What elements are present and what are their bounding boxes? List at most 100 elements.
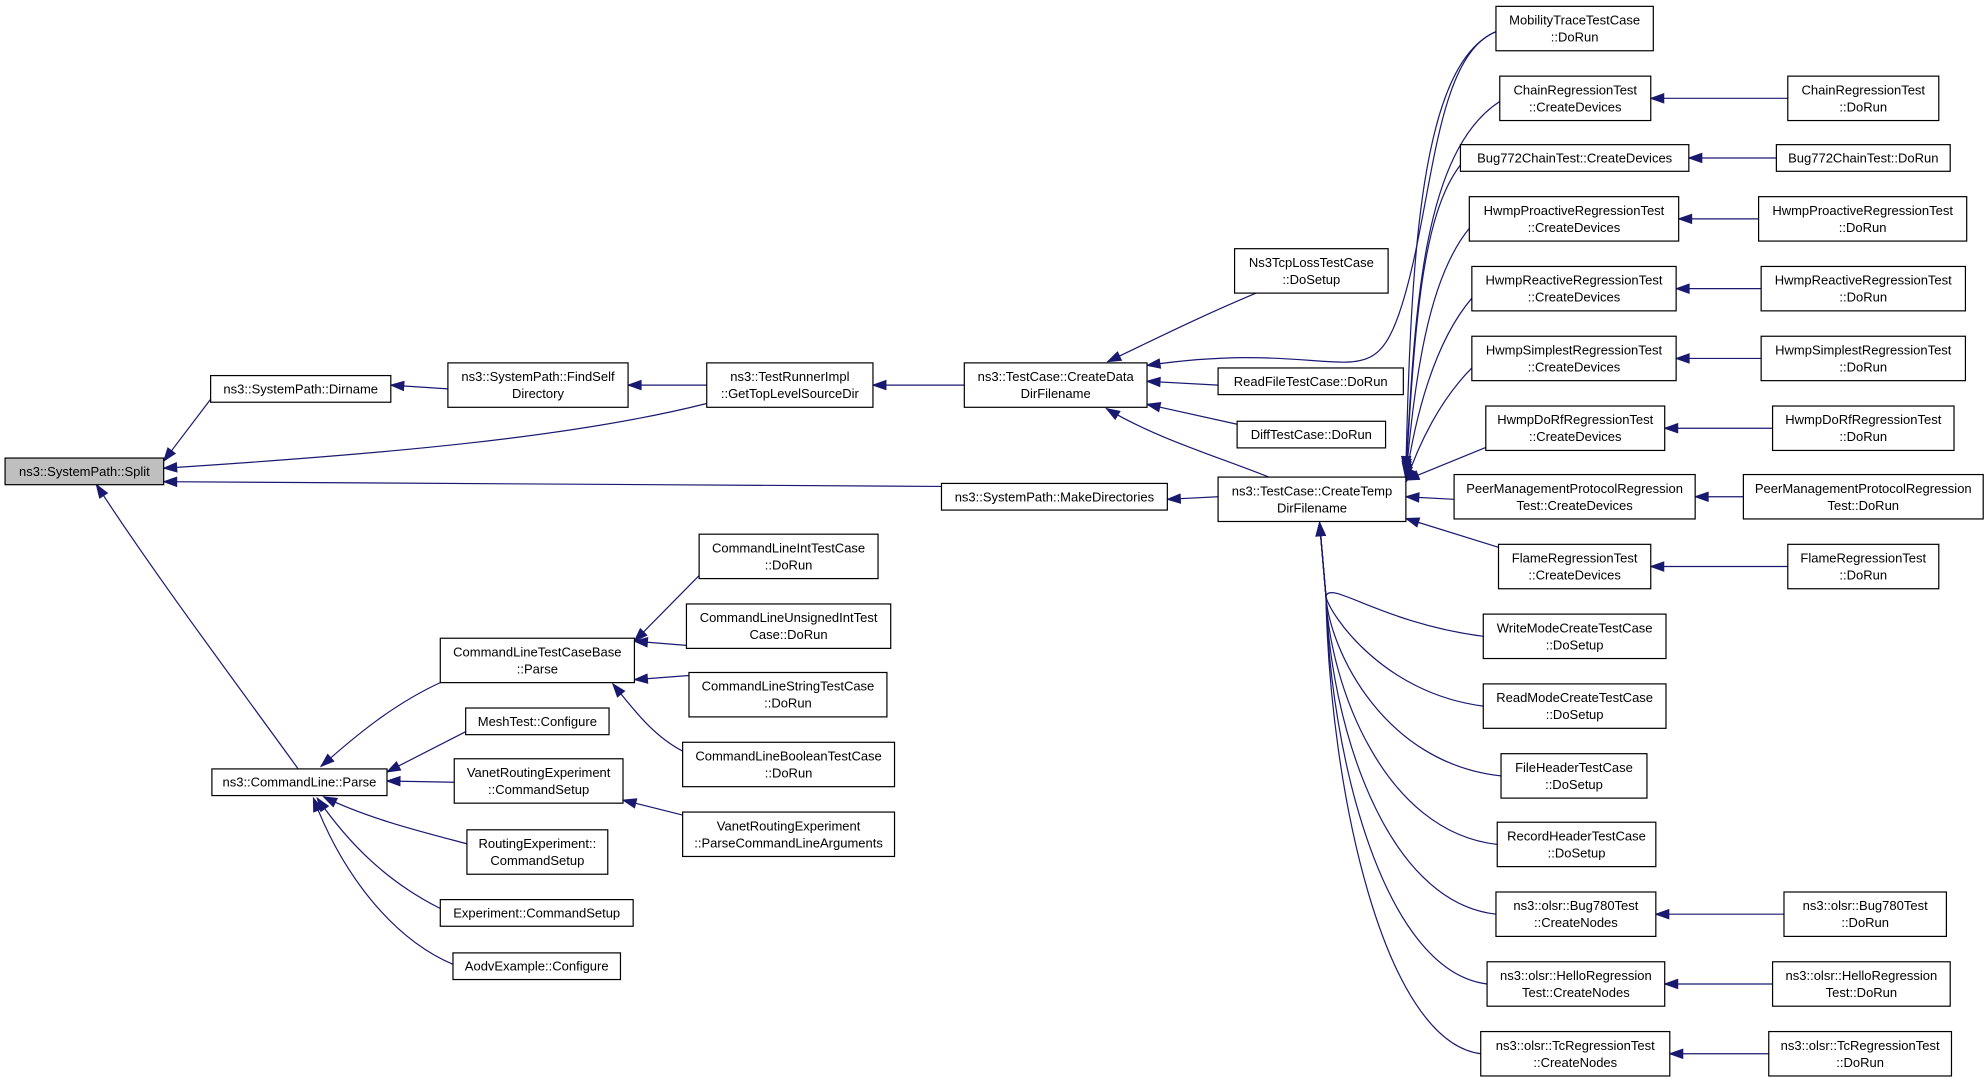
- node-label: Case::DoRun: [750, 627, 828, 642]
- node-box: [1471, 265, 1677, 312]
- node-label: ::CreateDevices: [1528, 290, 1621, 305]
- edge-arrowhead: [1649, 561, 1665, 572]
- node-label: ns3::olsr::Bug780Test: [1803, 898, 1928, 913]
- node-label: DiffTestCase::DoRun: [1251, 427, 1372, 442]
- node-tcrun[interactable]: ns3::olsr::TcRegressionTest::DoRun: [1768, 1030, 1953, 1077]
- node-vanetcmd[interactable]: VanetRoutingExperiment::CommandSetup: [453, 758, 624, 804]
- node-mobility[interactable]: MobilityTraceTestCase::DoRun: [1495, 5, 1654, 52]
- node-hellocn[interactable]: ns3::olsr::HelloRegressionTest::CreateNo…: [1486, 961, 1666, 1007]
- node-hwmprcd[interactable]: HwmpReactiveRegressionTest::CreateDevice…: [1471, 265, 1677, 312]
- node-gettop[interactable]: ns3::TestRunnerImpl::GetTopLevelSourceDi…: [706, 362, 874, 408]
- node-label: ns3::olsr::TcRegressionTest: [1496, 1038, 1655, 1053]
- node-clint[interactable]: CommandLineIntTestCase::DoRun: [698, 533, 879, 580]
- node-hwmprrun[interactable]: HwmpReactiveRegressionTest::DoRun: [1760, 265, 1967, 312]
- node-label: ::DoSetup: [1546, 637, 1604, 652]
- node-box: [1471, 335, 1677, 382]
- node-readfile[interactable]: ReadFileTestCase::DoRun: [1217, 367, 1404, 396]
- node-label: CommandSetup: [490, 853, 584, 868]
- node-label: ::CreateDevices: [1528, 220, 1621, 235]
- node-label: ns3::TestCase::CreateTemp: [1232, 483, 1392, 498]
- node-box: [1760, 335, 1967, 382]
- node-label: Directory: [512, 386, 565, 401]
- node-label: CommandLineUnsignedIntTest: [700, 610, 878, 625]
- node-hwmpdcd[interactable]: HwmpDoRfRegressionTest::CreateDevices: [1485, 405, 1666, 452]
- node-peercd[interactable]: PeerManagementProtocolRegressionTest::Cr…: [1453, 473, 1696, 520]
- node-box: [1233, 248, 1389, 294]
- edge-line: [1318, 522, 1498, 846]
- node-recordheader[interactable]: RecordHeaderTestCase::DoSetup: [1496, 821, 1657, 868]
- node-label: FileHeaderTestCase: [1515, 760, 1633, 775]
- node-label: ns3::TestCase::CreateData: [978, 369, 1135, 384]
- edge-line: [1146, 31, 1497, 367]
- node-flamecd[interactable]: FlameRegressionTest::CreateDevices: [1497, 543, 1652, 590]
- node-readmode[interactable]: ReadModeCreateTestCase::DoSetup: [1482, 683, 1667, 729]
- node-chaincd[interactable]: ChainRegressionTest::CreateDevices: [1499, 75, 1652, 122]
- node-hwmpprun[interactable]: HwmpProactiveRegressionTest::DoRun: [1758, 196, 1968, 242]
- node-box: [1500, 753, 1648, 799]
- edge-arrowhead: [1663, 422, 1679, 434]
- node-box: [1787, 543, 1940, 590]
- edge-arrowhead: [1404, 517, 1421, 528]
- node-chainrun[interactable]: ChainRegressionTest::DoRun: [1787, 75, 1940, 122]
- node-clbool[interactable]: CommandLineBooleanTestCase::DoRun: [682, 741, 896, 788]
- node-dirname[interactable]: ns3::SystemPath::Dirname: [210, 374, 392, 403]
- node-expcmd[interactable]: Experiment::CommandSetup: [439, 899, 634, 927]
- node-aodvcfg[interactable]: AodvExample::Configure: [452, 952, 622, 981]
- node-difftc[interactable]: DiffTestCase::DoRun: [1236, 420, 1387, 449]
- node-writemode[interactable]: WriteModeCreateTestCase::DoSetup: [1482, 613, 1667, 660]
- node-label: ::ParseCommandLineArguments: [694, 835, 883, 850]
- edge-line: [163, 402, 707, 469]
- node-vanetparse[interactable]: VanetRoutingExperiment::ParseCommandLine…: [682, 811, 896, 858]
- node-label: FlameRegressionTest: [1800, 551, 1926, 566]
- node-label: RecordHeaderTestCase: [1507, 828, 1646, 843]
- edge-arrowhead: [626, 379, 642, 391]
- edge-dirname-to-split: [162, 398, 212, 463]
- node-routingcmd[interactable]: RoutingExperiment::CommandSetup: [466, 829, 609, 875]
- node-hwmpsrun[interactable]: HwmpSimplestRegressionTest::DoRun: [1760, 335, 1967, 382]
- node-label: ::DoRun: [764, 696, 812, 711]
- edge-line: [95, 484, 299, 770]
- node-box: [706, 362, 874, 408]
- node-cmdparse[interactable]: ns3::CommandLine::Parse: [211, 768, 388, 797]
- node-flamerun[interactable]: FlameRegressionTest::DoRun: [1787, 543, 1940, 590]
- node-bug780cn[interactable]: ns3::olsr::Bug780Test::CreateNodes: [1495, 891, 1657, 938]
- node-bug772run[interactable]: Bug772ChainTest::DoRun: [1775, 144, 1951, 172]
- node-makedirs[interactable]: ns3::SystemPath::MakeDirectories: [940, 482, 1168, 511]
- node-bug780run[interactable]: ns3::olsr::Bug780Test::DoRun: [1783, 891, 1947, 938]
- node-bug772cd[interactable]: Bug772ChainTest::CreateDevices: [1459, 144, 1690, 172]
- node-meshcfg[interactable]: MeshTest::Configure: [465, 707, 610, 736]
- node-label: CommandLineStringTestCase: [702, 679, 875, 694]
- node-label: VanetRoutingExperiment: [717, 818, 861, 833]
- edge-tcrun-to-tccn: [1668, 1048, 1769, 1060]
- edge-line: [1318, 522, 1484, 637]
- node-label: ::CreateDevices: [1529, 99, 1622, 114]
- edge-tccn-to-createtemp: [1315, 521, 1481, 1055]
- node-hwmpdrun[interactable]: HwmpDoRfRegressionTest::DoRun: [1771, 405, 1955, 452]
- edge-hwmpprun-to-hwmppcd: [1677, 213, 1759, 225]
- node-cltcbparse[interactable]: CommandLineTestCaseBase::Parse: [439, 637, 636, 684]
- node-label: ns3::olsr::HelloRegression: [1500, 968, 1652, 983]
- node-box: [1482, 613, 1667, 660]
- edge-peercd-to-createtemp: [1404, 492, 1455, 503]
- edge-line: [1405, 446, 1487, 481]
- node-ns3tcp[interactable]: Ns3TcpLossTestCase::DoSetup: [1233, 248, 1389, 294]
- node-clstr[interactable]: CommandLineStringTestCase::DoRun: [688, 671, 888, 718]
- node-box: [439, 899, 634, 927]
- node-box: [1771, 405, 1955, 452]
- node-hwmpscd[interactable]: HwmpSimplestRegressionTest::CreateDevice…: [1471, 335, 1677, 382]
- node-split[interactable]: ns3::SystemPath::Split: [4, 457, 165, 486]
- edge-hwmprcd-to-createtemp: [1402, 297, 1473, 482]
- node-peerrun[interactable]: PeerManagementProtocolRegressionTest::Do…: [1742, 473, 1984, 520]
- edge-arrowhead: [1145, 358, 1162, 369]
- node-hwmppcd[interactable]: HwmpProactiveRegressionTest::CreateDevic…: [1468, 196, 1680, 242]
- edge-flamerun-to-flamecd: [1649, 561, 1788, 572]
- node-tccn[interactable]: ns3::olsr::TcRegressionTest::CreateNodes: [1480, 1030, 1671, 1077]
- node-label: ::CommandSetup: [488, 782, 589, 797]
- node-fileheader[interactable]: FileHeaderTestCase::DoSetup: [1500, 753, 1648, 799]
